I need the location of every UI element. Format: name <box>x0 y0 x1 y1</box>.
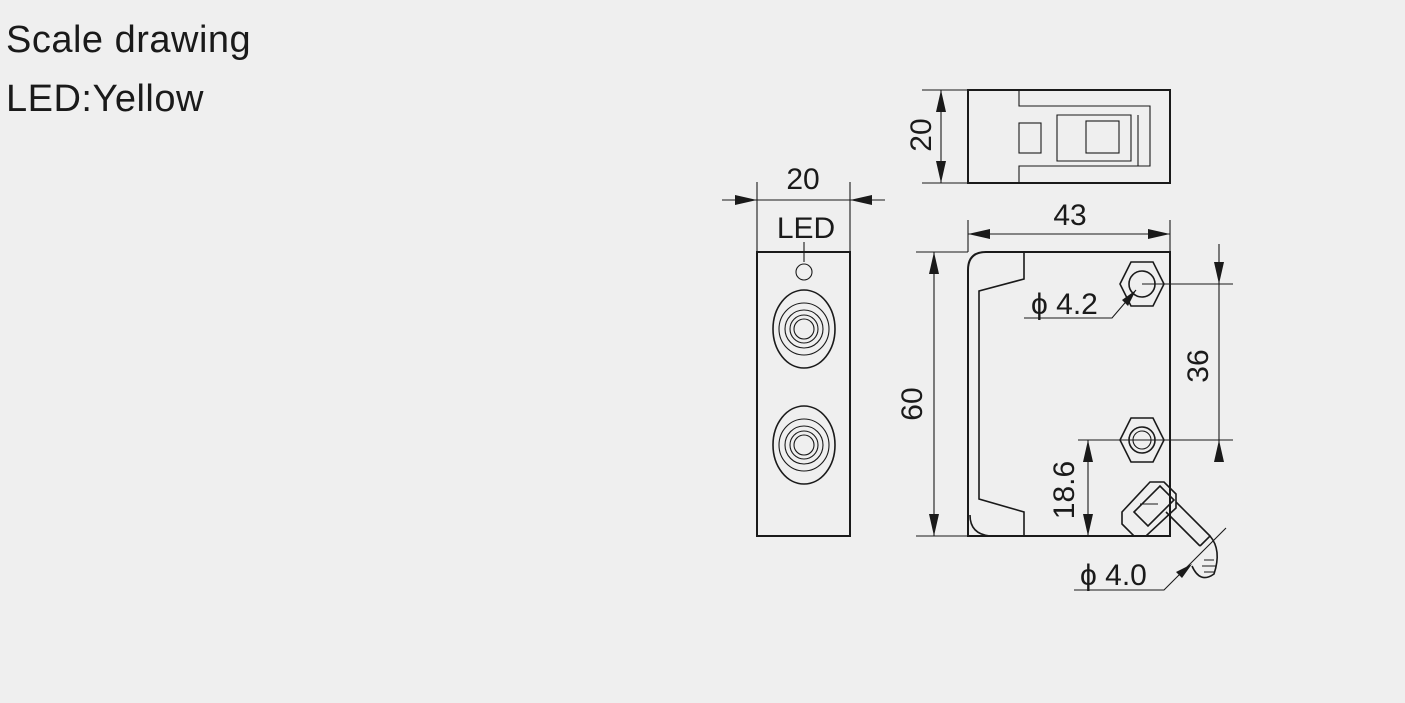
side-groove <box>969 251 1025 537</box>
top-square-window <box>1085 120 1120 154</box>
top-recess-outline <box>1018 90 1151 183</box>
hole-spacing-label: 36 <box>1182 349 1215 382</box>
side-view: 43 60 36 ϕ 4.2 <box>896 199 1233 592</box>
top-body-outline <box>967 89 1171 184</box>
front-view: 20 LED <box>722 163 885 537</box>
led-indicator-icon <box>795 263 813 281</box>
top-view: 20 <box>905 89 1171 184</box>
led-color-caption: LED:Yellow <box>6 78 204 120</box>
side-height-label: 60 <box>896 387 929 420</box>
front-width-label: 20 <box>786 163 819 196</box>
side-width-label: 43 <box>1053 199 1086 232</box>
top-small-window <box>1018 122 1042 154</box>
cable-offset-arrow-down <box>1083 514 1093 536</box>
hole-spacing-arrow-lower <box>1214 440 1224 462</box>
front-width-arrow-right <box>850 195 872 205</box>
front-width-arrow-left <box>735 195 757 205</box>
top-window-frame <box>1056 114 1132 162</box>
cable-gland-icon <box>1121 481 1218 579</box>
cable-diameter-leader <box>1074 527 1227 591</box>
top-depth-arrow-down <box>936 161 946 183</box>
lower-lens-icon <box>772 405 836 485</box>
top-depth-label: 20 <box>905 118 938 151</box>
title-caption: Scale drawing <box>6 19 252 61</box>
led-label: LED <box>777 212 835 245</box>
upper-lens-icon <box>772 289 836 369</box>
side-height-arrow-up <box>929 252 939 274</box>
cable-diameter-arrow <box>1176 564 1192 578</box>
side-body-outline <box>967 251 1171 537</box>
top-depth-arrow-up <box>936 90 946 112</box>
side-height-arrow-down <box>929 514 939 536</box>
side-width-arrow-right <box>1148 229 1170 239</box>
cable-offset-label: 18.6 <box>1048 461 1081 519</box>
hole-diameter-arrow <box>1122 290 1136 306</box>
hole-diameter-label: ϕ 4.2 <box>1031 288 1098 321</box>
cable-offset-arrow-up <box>1083 440 1093 462</box>
front-body-outline <box>756 251 851 537</box>
side-width-arrow-left <box>968 229 990 239</box>
hole-spacing-arrow-upper <box>1214 262 1224 284</box>
cable-diameter-label: ϕ 4.0 <box>1080 559 1147 592</box>
